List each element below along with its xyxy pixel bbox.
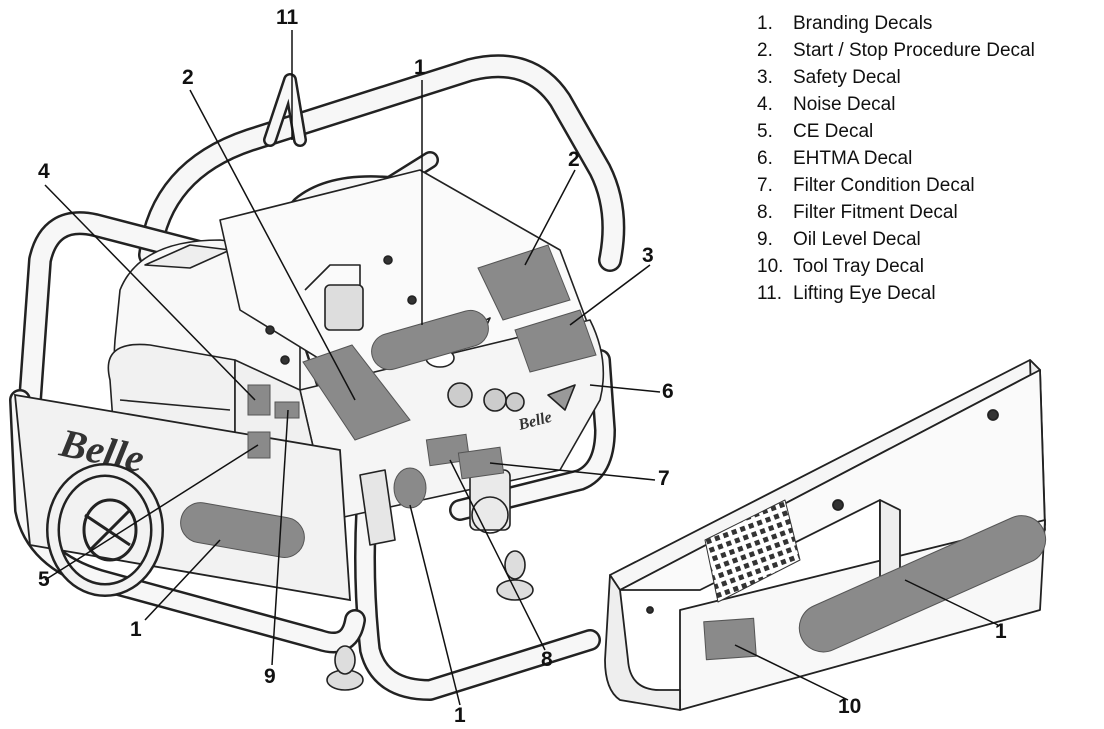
legend-item: 7. Filter Condition Decal <box>757 172 1097 199</box>
legend-number: 5. <box>757 121 773 142</box>
callout-6-ehtma: 6 <box>662 380 674 403</box>
tray-decal-branding <box>798 515 1047 653</box>
decal-safety <box>514 309 597 373</box>
callout-3-safety: 3 <box>642 244 654 267</box>
legend-item: 2. Start / Stop Procedure Decal <box>757 37 1097 64</box>
legend-number: 2. <box>757 40 773 61</box>
callout-8-filter-fitment: 8 <box>541 648 553 671</box>
legend-number: 8. <box>757 202 773 223</box>
tray-decal-tool-tray <box>703 617 757 661</box>
legend-text: Noise Decal <box>793 94 896 115</box>
decal-ce <box>247 431 271 459</box>
legend-item: 5. CE Decal <box>757 118 1097 145</box>
legend-text: Branding Decals <box>793 13 933 34</box>
legend-number: 1. <box>757 13 773 34</box>
legend-item: 3. Safety Decal <box>757 64 1097 91</box>
legend-text: Filter Condition Decal <box>793 175 975 196</box>
callout-4-noise: 4 <box>38 160 50 183</box>
callout-9-oil-level: 9 <box>264 665 276 688</box>
legend-number: 7. <box>757 175 773 196</box>
legend-text: CE Decal <box>793 121 874 142</box>
callout-1-branding-side: 1 <box>454 704 466 727</box>
legend-number: 3. <box>757 67 773 88</box>
legend-number: 11. <box>757 283 783 304</box>
decal-filter-condition <box>457 446 505 480</box>
legend-number: 6. <box>757 148 773 169</box>
wheel <box>46 463 164 597</box>
legend-item: 8. Filter Fitment Decal <box>757 199 1097 226</box>
legend-text: Lifting Eye Decal <box>793 283 936 304</box>
legend-item: 10. Tool Tray Decal <box>757 253 1097 280</box>
legend-text: Safety Decal <box>793 67 901 88</box>
callout-2-start-stop: 2 <box>182 66 194 89</box>
callout-2-start-stop-right: 2 <box>568 148 580 171</box>
decal-branding-top <box>371 309 489 371</box>
callout-7-filter-condition: 7 <box>658 467 670 490</box>
legend-item: 1. Branding Decals <box>757 10 1097 37</box>
decal-start-stop-right <box>477 244 571 321</box>
decal-start-stop-front <box>302 344 411 441</box>
machine-feet <box>326 550 534 691</box>
legend-text: Tool Tray Decal <box>793 256 924 277</box>
legend-text: Start / Stop Procedure Decal <box>793 40 1035 61</box>
callout-10-tool-tray: 10 <box>838 695 862 718</box>
decal-branding-frame <box>180 502 305 558</box>
legend-number: 4. <box>757 94 773 115</box>
decal-branding-side <box>393 467 427 509</box>
decal-legend: 1. Branding Decals 2. Start / Stop Procedu… <box>757 10 1097 307</box>
legend-item: 4. Noise Decal <box>757 91 1097 118</box>
legend-item: 11. Lifting Eye Decal <box>757 280 1097 307</box>
decal-noise <box>247 384 271 416</box>
legend-number: 10. <box>757 256 784 277</box>
callout-11-lifting-eye: 11 <box>276 6 299 29</box>
callout-5-ce: 5 <box>38 568 50 591</box>
legend-item: 6. EHTMA Decal <box>757 145 1097 172</box>
legend-text: Oil Level Decal <box>793 229 921 250</box>
legend-text: Filter Fitment Decal <box>793 202 958 223</box>
legend-item: 9. Oil Level Decal <box>757 226 1097 253</box>
leader-lines <box>44 30 999 706</box>
legend-text: EHTMA Decal <box>793 148 913 169</box>
callout-1-branding-top: 1 <box>414 56 426 79</box>
legend-number: 9. <box>757 229 773 250</box>
callout-1-branding-tray: 1 <box>995 620 1007 643</box>
callout-1-branding-frame: 1 <box>130 618 142 641</box>
tool-tray <box>604 359 1047 711</box>
machine-decals <box>180 244 597 558</box>
